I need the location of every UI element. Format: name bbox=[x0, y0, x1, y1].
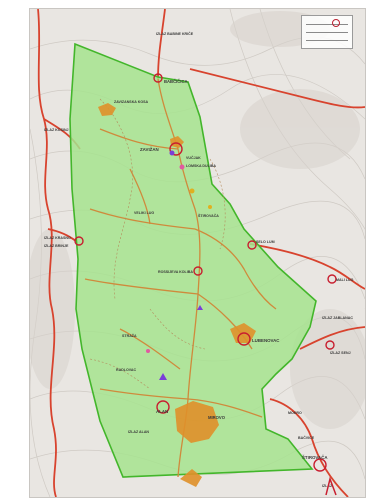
exit-arrow-icon bbox=[325, 476, 337, 496]
outer-roads bbox=[37, 9, 365, 497]
label-east4: IZLAZ SENJ bbox=[330, 351, 351, 355]
place-labels: IZLAZ BABINE KRIČE BABČIČICA ZAVIZANSKA … bbox=[44, 31, 354, 488]
marker-zavizan bbox=[169, 142, 183, 156]
label-east2: MALI LUG bbox=[336, 278, 354, 282]
park-boundary[interactable] bbox=[69, 42, 317, 478]
marker-west bbox=[74, 236, 84, 246]
marker-east3 bbox=[325, 340, 335, 350]
legend-inset bbox=[301, 15, 353, 49]
marker-strovaca bbox=[313, 458, 327, 472]
label-strovaca: ŠTIROVAČA bbox=[302, 455, 328, 460]
label-se2: BAČVICE bbox=[298, 435, 315, 440]
label-mid2: ŠTIROVAČA bbox=[198, 213, 219, 218]
label-zavizan-n: ZAVIZANSKA KOSA bbox=[114, 100, 149, 104]
marker-rossi bbox=[193, 266, 203, 276]
label-izlaz-north: IZLAZ BABINE KRIČE bbox=[156, 31, 194, 36]
label-izlaz-west: IZLAZ KOSINJ bbox=[44, 128, 69, 132]
park-trails bbox=[89, 98, 226, 390]
label-mid3: ROSSIJEVA KOLIBA bbox=[158, 270, 193, 274]
label-alan: ALAN bbox=[156, 409, 168, 414]
label-zavizan: ZAVIŽAN bbox=[140, 147, 159, 152]
label-mirovo: MIROVO bbox=[208, 415, 226, 420]
marker-lubenovac bbox=[237, 332, 251, 346]
label-se1: MOKRO bbox=[288, 411, 302, 415]
park-map[interactable]: IZLAZ BABINE KRIČE BABČIČICA ZAVIZANSKA … bbox=[30, 9, 365, 497]
label-wp2: LOMSKA DULIBA bbox=[186, 164, 216, 168]
label-mid1: VELIKI LUG bbox=[134, 211, 154, 215]
map-poi bbox=[146, 150, 212, 380]
map-markers[interactable] bbox=[74, 73, 337, 472]
label-izlaz-west3: IZLAZ BRINJE bbox=[44, 244, 69, 248]
marker-alan bbox=[156, 400, 170, 414]
marker-east2 bbox=[327, 274, 337, 284]
marker-east1 bbox=[247, 240, 257, 250]
label-babcica: BABČIČICA bbox=[164, 79, 188, 84]
label-south2: RADLOVAC bbox=[116, 368, 137, 372]
label-east3: IZLAZ JABLANAC bbox=[322, 316, 353, 320]
map-frame: IZLAZ BABINE KRIČE BABČIČICA ZAVIZANSKA … bbox=[29, 8, 366, 498]
label-south1: STRAŽA bbox=[122, 333, 137, 338]
label-wp1: VUČJAK bbox=[186, 155, 201, 160]
label-lubenovac: LUBENOVAC bbox=[252, 338, 280, 343]
label-izlaz-sw: IZLAZ ALAN bbox=[128, 430, 149, 434]
label-izlaz-west2: IZLAZ KRASNO bbox=[44, 236, 71, 240]
label-east1: SELO LUM bbox=[256, 240, 275, 244]
marker-babcica bbox=[153, 73, 163, 83]
